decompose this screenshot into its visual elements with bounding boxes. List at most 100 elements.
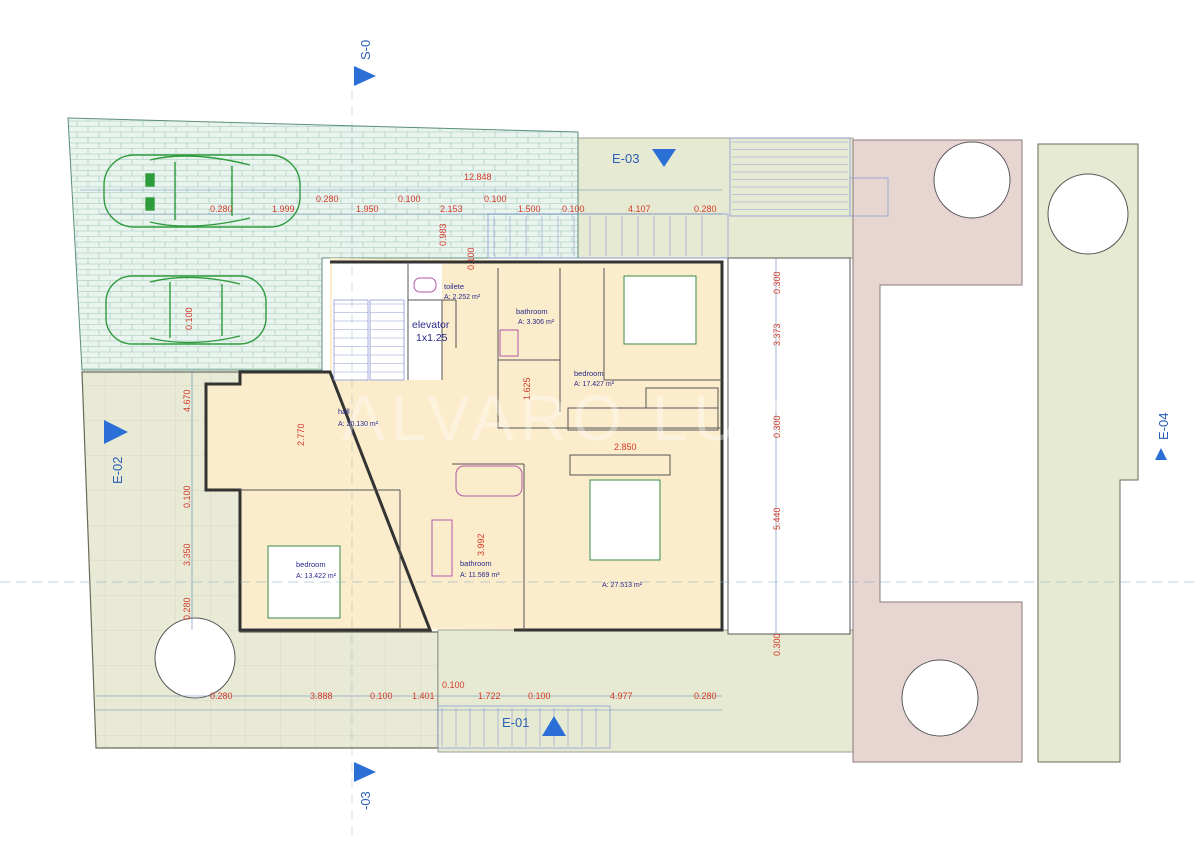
bedroom-left-area: A: 13.422 m² — [296, 573, 337, 580]
dim-left-3: 0.280 — [182, 597, 192, 620]
bedroom-right-top-area: A: 17.427 m² — [574, 381, 615, 388]
exterior-walls — [204, 260, 724, 632]
stair-main — [333, 299, 405, 381]
elevator-name: elevator — [412, 319, 450, 331]
car-icon — [105, 275, 267, 345]
dim-top-9: 4.107 — [628, 204, 651, 214]
bottom-terrace — [437, 629, 854, 753]
section-top-label: S-0 — [358, 40, 373, 60]
dim-2770: 2.770 — [296, 423, 306, 446]
trees — [154, 141, 1129, 737]
dimension-texts: 12.848 0.280 1.999 0.280 1.950 0.100 2.1… — [182, 172, 782, 701]
toilet-name: toilete — [444, 282, 464, 291]
walls — [204, 260, 724, 632]
stair-top-right-2 — [849, 177, 889, 217]
dim-top-3: 1.950 — [356, 204, 379, 214]
dim-bottom-4: 1.722 — [478, 691, 501, 701]
toilet-area: A: 2.252 m² — [444, 294, 481, 301]
tree-icon — [933, 141, 1011, 219]
section-bottom-label: -03 — [358, 791, 373, 810]
right-pink-strip — [852, 139, 1023, 763]
dim-bottom-overall: 0.100 — [442, 680, 465, 690]
dim-top-0: 0.280 — [210, 204, 233, 214]
dim-3992: 3.992 — [476, 533, 486, 556]
dim-top-8: 0.100 — [562, 204, 585, 214]
bathroom-top-name: bathroom — [516, 307, 548, 316]
hall-area: A: 20.130 m² — [338, 421, 379, 428]
furniture — [267, 275, 697, 619]
dim-left-0: 4.670 — [182, 389, 192, 412]
triangle-right-icon — [104, 420, 128, 444]
site-surfaces — [67, 117, 1139, 763]
room-labels: toilete A: 2.252 m² bathroom A: 3.306 m²… — [296, 282, 643, 589]
tree-icon — [154, 617, 236, 699]
bedroom-main-area: A: 27.513 m² — [602, 582, 643, 589]
dim-right-3: 5.440 — [772, 507, 782, 530]
elevation-label-e03: E-03 — [612, 151, 639, 166]
bathroom-top-area: A: 3.306 m² — [518, 319, 555, 326]
dim-0100-stair: 0.100 — [466, 247, 476, 270]
balcony-right — [727, 257, 851, 635]
dim-bottom-5: 0.100 — [528, 691, 551, 701]
dim-top-10: 0.280 — [694, 204, 717, 214]
dim-bottom-6: 4.977 — [610, 691, 633, 701]
bed-icon — [589, 479, 661, 561]
watermark: ALVARO LUIS — [342, 382, 818, 454]
hall-name: hall — [338, 407, 350, 416]
dim-0983: 0.983 — [438, 223, 448, 246]
sink-icon — [499, 329, 519, 357]
bathroom-center-area: A: 11.569 m² — [460, 572, 500, 579]
triangle-up-icon — [1155, 448, 1167, 460]
stair-top-right — [729, 137, 851, 217]
dim-top-overall: 12.848 — [464, 172, 492, 182]
stairs — [333, 137, 889, 749]
closet-2 — [645, 387, 719, 409]
elevator-size: 1x1.25 — [416, 332, 448, 344]
dim-bottom-2: 0.100 — [370, 691, 393, 701]
bedroom-left-name: bedroom — [296, 560, 326, 569]
garage-paving — [67, 117, 579, 371]
cars — [103, 154, 301, 345]
sink-icon — [431, 519, 453, 577]
elevation-label-e01: E-01 — [502, 715, 529, 730]
dim-top-4: 0.100 — [398, 194, 421, 204]
dim-right-4: 0.300 — [772, 633, 782, 656]
tree-icon — [901, 659, 979, 737]
dim-left-1: 0.100 — [182, 485, 192, 508]
dim-top-6: 0.100 — [484, 194, 507, 204]
dim-top-7: 1.500 — [518, 204, 541, 214]
closet — [567, 407, 719, 431]
triangle-up-icon — [542, 716, 566, 736]
dim-right-1: 3.373 — [772, 323, 782, 346]
tree-icon — [1047, 173, 1129, 255]
dim-right-0: 0.300 — [772, 271, 782, 294]
elevation-label-e04: E-04 — [1156, 413, 1171, 440]
toilet-icon — [413, 277, 437, 293]
bathroom-center-name: bathroom — [460, 559, 492, 568]
dim-top-5: 2.153 — [440, 204, 463, 214]
dim-bottom-7: 0.280 — [694, 691, 717, 701]
bathtub-icon — [455, 465, 523, 497]
elevation-markers: E-03 E-02 E-01 E-04 — [104, 149, 1171, 736]
dim-2850: 2.850 — [614, 442, 637, 452]
section-arrow-icon — [354, 66, 376, 86]
top-terrace — [577, 137, 854, 259]
dimension-lines — [0, 90, 1200, 840]
elevation-label-e02: E-02 — [110, 457, 125, 484]
dim-top-1: 1.999 — [272, 204, 295, 214]
bedroom-right-top-name: bedroom — [574, 369, 604, 378]
stair-bottom — [437, 705, 611, 749]
car-icon — [103, 154, 301, 228]
stair-treads — [334, 141, 848, 746]
dim-1625: 1.625 — [522, 377, 532, 400]
dim-0100-garage: 0.100 — [184, 307, 194, 330]
dim-left-2: 3.350 — [182, 543, 192, 566]
far-right-strip — [1037, 143, 1139, 763]
dim-bottom-1: 3.888 — [310, 691, 333, 701]
closet-3 — [569, 454, 671, 476]
bed-icon — [623, 275, 697, 345]
section-arrow-icon — [354, 762, 376, 782]
interior-walls — [240, 262, 722, 630]
triangle-down-icon — [652, 149, 676, 167]
